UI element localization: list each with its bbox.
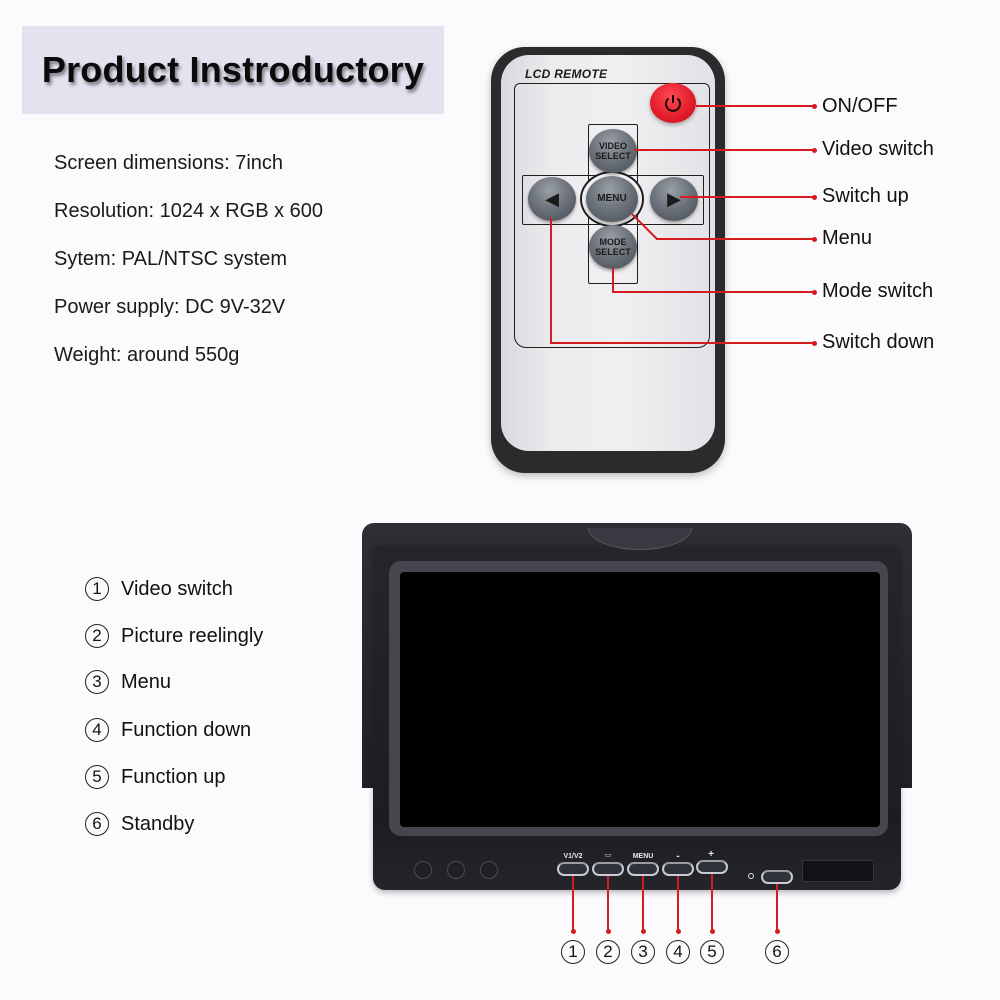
legend-item-2: 2 Picture reelingly <box>85 624 263 648</box>
legend-number-6: 6 <box>85 812 109 836</box>
leader-vertical-mode-switch <box>612 268 614 292</box>
leader-dot-btn-4 <box>676 929 681 934</box>
video-select-button[interactable]: VIDEO SELECT <box>589 129 637 173</box>
monitor-btn-label-3: MENU <box>632 853 654 860</box>
leader-dot-switch-down <box>812 341 817 346</box>
spec-system: Sytem: PAL/NTSC system <box>54 248 288 270</box>
bottom-number-1: 1 <box>561 940 585 964</box>
bottom-number-3: 3 <box>631 940 655 964</box>
left-arrow-button[interactable]: ◀ <box>528 177 576 221</box>
sensor-circle-2 <box>447 861 465 879</box>
legend-number-5: 5 <box>85 765 109 789</box>
legend-number-1: 1 <box>85 577 109 601</box>
leader-dot-btn-2 <box>606 929 611 934</box>
leader-dot-btn-6 <box>775 929 780 934</box>
leader-line-switch-down <box>550 342 814 344</box>
leader-dot-menu <box>812 237 817 242</box>
spec-power-supply: Power supply: DC 9V-32V <box>54 296 286 318</box>
legend-number-4: 4 <box>85 718 109 742</box>
leader-line-menu <box>656 238 814 240</box>
monitor-button-video-switch[interactable] <box>557 862 589 876</box>
power-button[interactable] <box>650 83 696 123</box>
title-banner: Product Instroductory <box>22 26 444 114</box>
callout-onoff: ON/OFF <box>822 95 898 117</box>
sensor-circle-3 <box>480 861 498 879</box>
page-title: Product Instroductory <box>41 49 425 90</box>
leader-line-btn-6 <box>776 884 778 932</box>
leader-line-onoff <box>696 105 814 107</box>
standby-led-icon <box>748 873 754 879</box>
legend-item-5: 5 Function up <box>85 765 226 789</box>
legend-item-4: 4 Function down <box>85 718 251 742</box>
spec-weight: Weight: around 550g <box>54 344 240 366</box>
monitor-button-up[interactable] <box>696 860 728 874</box>
leader-vertical-switch-down <box>550 218 552 344</box>
monitor-screen <box>400 572 880 827</box>
leader-line-btn-5 <box>711 874 713 932</box>
leader-line-btn-1 <box>572 876 574 932</box>
left-arrow-icon: ◀ <box>545 189 559 209</box>
legend-item-6: 6 Standby <box>85 812 194 836</box>
monitor-button-standby[interactable] <box>761 870 793 884</box>
leader-line-switch-up <box>680 196 814 198</box>
legend-number-2: 2 <box>85 624 109 648</box>
menu-button[interactable]: MENU <box>586 176 638 222</box>
leader-line-mode-switch <box>612 291 814 293</box>
bottom-number-2: 2 <box>596 940 620 964</box>
legend-label-3: Menu <box>121 670 172 693</box>
leader-line-video-switch <box>634 149 814 151</box>
leader-line-btn-3 <box>642 876 644 932</box>
sensor-circle-1 <box>414 861 432 879</box>
remote-button-panel <box>514 83 710 348</box>
callout-switch-up: Switch up <box>822 185 909 207</box>
bottom-number-5: 5 <box>700 940 724 964</box>
spec-resolution: Resolution: 1024 x RGB x 600 <box>54 200 324 222</box>
leader-dot-switch-up <box>812 195 817 200</box>
mode-select-button[interactable]: MODE SELECT <box>589 225 637 269</box>
power-icon <box>665 95 681 112</box>
right-arrow-icon: ▶ <box>667 189 681 209</box>
leader-dot-video-switch <box>812 148 817 153</box>
mode-select-label: MODE SELECT <box>595 237 631 257</box>
bottom-number-4: 4 <box>666 940 690 964</box>
monitor-btn-label-1: V1/V2 <box>563 853 583 860</box>
leader-dot-onoff <box>812 104 817 109</box>
leader-dot-btn-5 <box>710 929 715 934</box>
legend-label-2: Picture reelingly <box>121 624 264 647</box>
monitor-btn-label-2: ▭ <box>604 852 612 859</box>
callout-video-switch: Video switch <box>822 138 934 160</box>
legend-label-4: Function down <box>121 718 252 741</box>
callout-mode-switch: Mode switch <box>822 280 934 302</box>
bottom-number-6: 6 <box>765 940 789 964</box>
monitor-btn-label-5: + <box>708 849 714 860</box>
leader-dot-btn-1 <box>571 929 576 934</box>
leader-line-btn-4 <box>677 876 679 932</box>
leader-dot-mode-switch <box>812 290 817 295</box>
callout-menu: Menu <box>822 227 873 249</box>
leader-dot-btn-3 <box>641 929 646 934</box>
legend-item-3: 3 Menu <box>85 670 171 694</box>
legend-label-6: Standby <box>121 812 195 835</box>
callout-switch-down: Switch down <box>822 331 935 353</box>
leader-diagonal-menu <box>631 213 658 240</box>
spec-screen-dimensions: Screen dimensions: 7inch <box>54 152 284 174</box>
monitor-btn-label-4: - <box>676 851 680 862</box>
monitor-button-picture[interactable] <box>592 862 624 876</box>
monitor-button-menu[interactable] <box>627 862 659 876</box>
legend-number-3: 3 <box>85 670 109 694</box>
ir-receiver-window <box>802 860 874 882</box>
monitor-button-down[interactable] <box>662 862 694 876</box>
right-arrow-button[interactable]: ▶ <box>650 177 698 221</box>
remote-brand-label: LCD REMOTE <box>525 67 608 81</box>
legend-label-5: Function up <box>121 765 226 788</box>
legend-label-1: Video switch <box>121 577 233 600</box>
video-select-label: VIDEO SELECT <box>595 141 631 161</box>
leader-line-btn-2 <box>607 876 609 932</box>
legend-item-1: 1 Video switch <box>85 577 233 601</box>
menu-label: MENU <box>597 193 627 204</box>
